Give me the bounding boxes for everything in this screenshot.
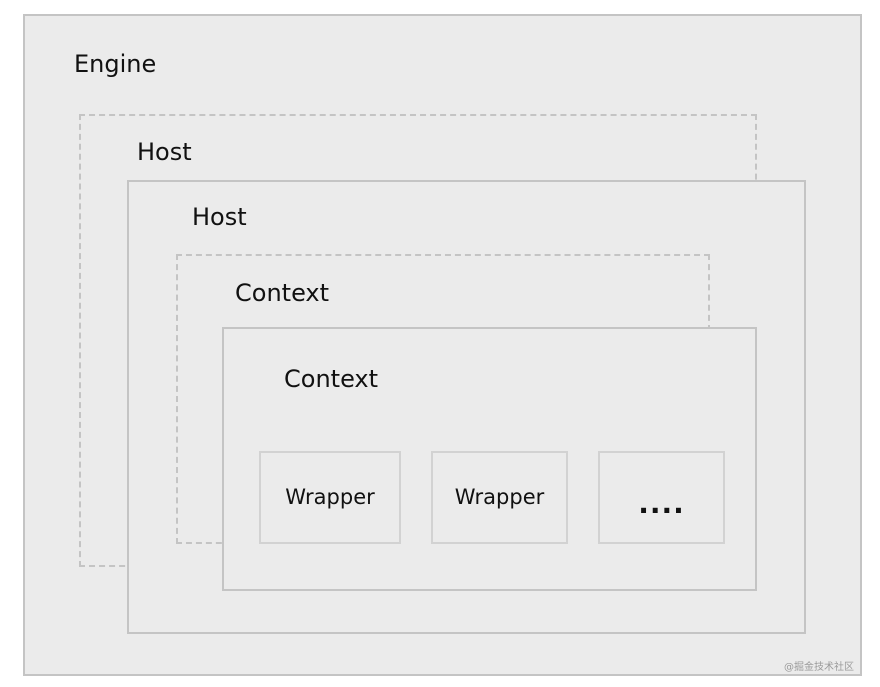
wrapper-label-1: Wrapper	[285, 485, 375, 509]
wrapper-label-2: Wrapper	[454, 485, 545, 509]
context-back-label: Context	[235, 279, 330, 307]
host-back-label: Host	[137, 138, 192, 166]
engine-label: Engine	[74, 50, 157, 78]
wrapper-box-more: ....	[598, 451, 725, 544]
wrapper-box-2: Wrapper	[431, 451, 568, 544]
host-front-label: Host	[192, 203, 247, 231]
wrapper-ellipsis: ....	[638, 486, 685, 520]
wrapper-box-1: Wrapper	[259, 451, 401, 544]
context-front-label: Context	[284, 365, 379, 393]
watermark: @掘金技术社区	[784, 662, 854, 673]
